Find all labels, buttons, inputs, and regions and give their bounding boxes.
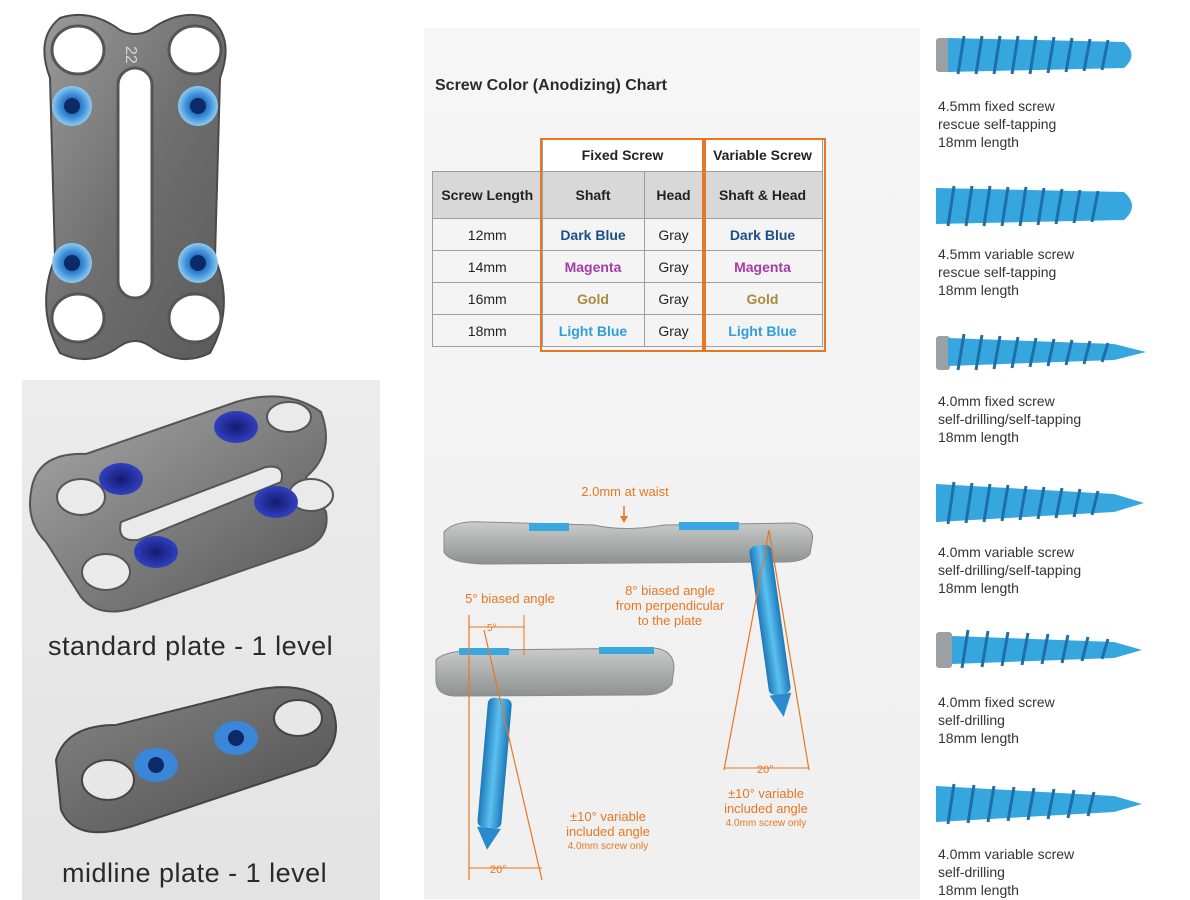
shaft-head-cell: Gold <box>702 282 823 315</box>
standard-plate-caption: standard plate - 1 level <box>48 631 334 661</box>
screw-color-table: Fixed Screw Variable Screw Screw Length … <box>432 138 823 347</box>
standard-plate-image <box>29 395 334 613</box>
screw-angle-diagram: 20° 5° 20° <box>435 506 814 881</box>
column-header: Shaft <box>541 171 645 219</box>
midline-plate-caption: midline plate - 1 level <box>62 858 328 888</box>
head-cell: Gray <box>643 218 704 251</box>
waist-label: 2.0mm at waist <box>581 484 669 499</box>
variable-angle-left-label: ±10° variable included angle 4.0mm screw… <box>566 809 650 852</box>
plate-size-label: 22 <box>122 46 139 64</box>
table-row: 16mm Gold Gray Gold <box>432 282 823 315</box>
screw-image <box>936 629 1142 669</box>
screw-image <box>936 783 1142 825</box>
variable-angle-right-label: ±10° variable included angle 4.0mm screw… <box>724 786 808 829</box>
column-header: Head <box>643 171 704 219</box>
column-header: Shaft & Head <box>702 171 823 219</box>
biased-8-label: 8° biased angle from perpendicular to th… <box>615 583 725 628</box>
shaft-cell: Gold <box>541 282 645 315</box>
head-cell: Gray <box>643 282 704 315</box>
left-20-label: 20° <box>490 864 507 876</box>
shaft-cell: Magenta <box>541 250 645 283</box>
screw-image <box>936 35 1132 75</box>
right-20-label: 20° <box>757 764 774 776</box>
top-plate-image: 22 <box>43 13 227 361</box>
length-cell: 14mm <box>432 250 543 283</box>
table-row: 12mm Dark Blue Gray Dark Blue <box>432 218 823 251</box>
shaft-cell: Light Blue <box>541 314 645 347</box>
screw-image <box>936 481 1144 525</box>
table-row: 14mm Magenta Gray Magenta <box>432 250 823 283</box>
midline-plate-image <box>54 686 337 834</box>
length-cell: 16mm <box>432 282 543 315</box>
fixed-screw-header: Fixed Screw <box>541 138 704 172</box>
length-cell: 12mm <box>432 218 543 251</box>
table-row: 18mm Light Blue Gray Light Blue <box>432 314 823 347</box>
shaft-head-cell: Dark Blue <box>702 218 823 251</box>
column-header: Screw Length <box>432 171 543 219</box>
shaft-cell: Dark Blue <box>541 218 645 251</box>
screw-image <box>936 333 1146 371</box>
screw-image <box>936 185 1132 227</box>
shaft-head-cell: Light Blue <box>702 314 823 347</box>
shaft-head-cell: Magenta <box>702 250 823 283</box>
variable-screw-header: Variable Screw <box>702 138 823 172</box>
biased-5-label: 5° biased angle <box>465 591 555 606</box>
screw-list-panel <box>924 0 1190 899</box>
head-cell: Gray <box>643 250 704 283</box>
length-cell: 18mm <box>432 314 543 347</box>
head-cell: Gray <box>643 314 704 347</box>
angle-5-label: 5° <box>487 623 497 634</box>
chart-title: Screw Color (Anodizing) Chart <box>435 77 667 94</box>
